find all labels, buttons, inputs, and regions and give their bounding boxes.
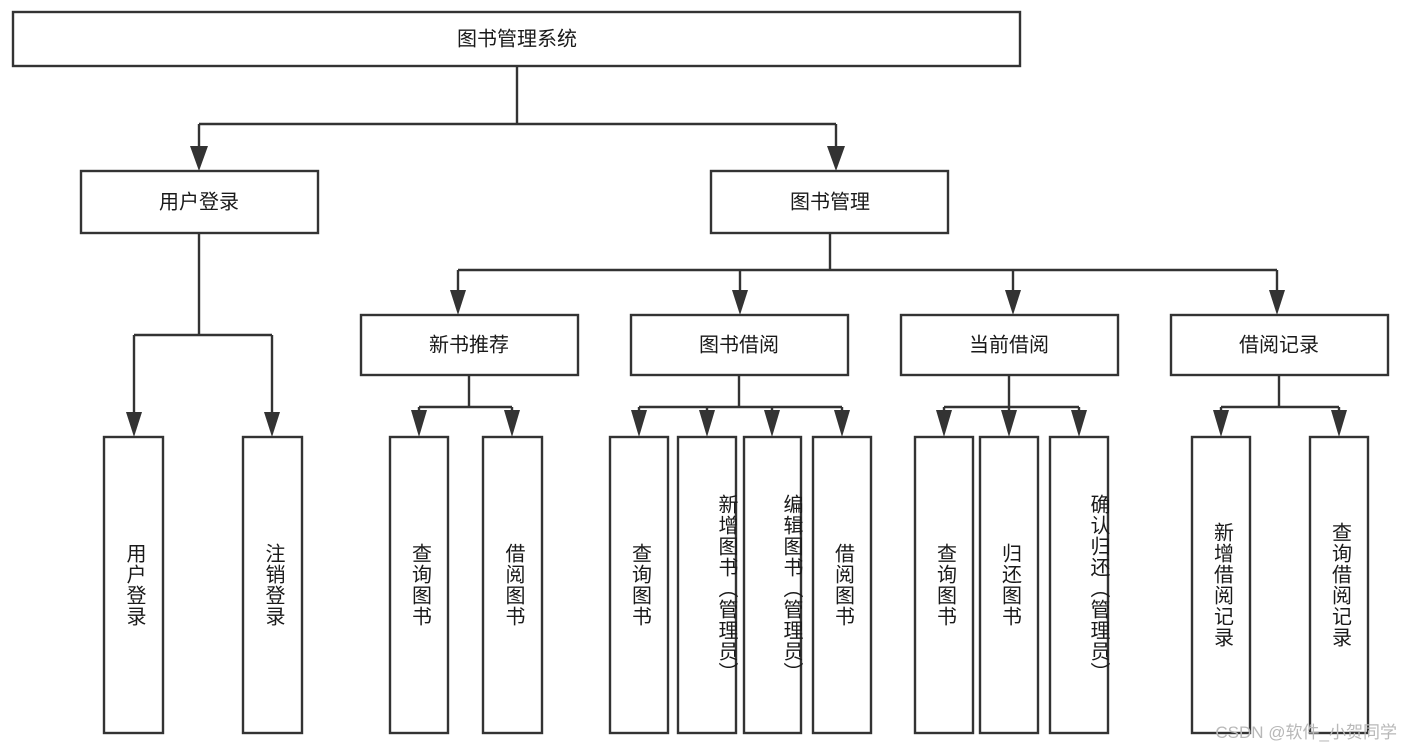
connector-group-current-borrow	[936, 375, 1087, 437]
arrow-head-icon	[1001, 410, 1017, 437]
connector-group-book-borrow	[631, 375, 850, 437]
arrow-head-icon	[190, 146, 208, 171]
leaf-box-query-borrow-record[interactable]	[1308, 435, 1370, 735]
arrow-head-icon	[411, 410, 427, 437]
connector-group-new-book	[411, 375, 520, 437]
arrow-head-icon	[1269, 290, 1285, 315]
watermark-text: CSDN @软件_小贺同学	[1215, 723, 1397, 742]
leaf-box-add-borrow-record[interactable]	[1190, 435, 1252, 735]
node-root-label: 图书管理系统	[457, 27, 577, 50]
arrow-head-icon	[1071, 410, 1087, 437]
leaf-box-logout[interactable]	[241, 435, 304, 735]
node-root-box[interactable]	[11, 10, 1022, 68]
node-user-login[interactable]: 用户登录	[79, 169, 320, 235]
leaf-box-borrow-book[interactable]	[811, 435, 873, 735]
arrow-head-icon	[450, 290, 466, 315]
node-borrow-record-label: 借阅记录	[1239, 333, 1319, 356]
node-book-borrow-label: 图书借阅	[699, 333, 779, 356]
node-user-login-label: 用户登录	[159, 190, 239, 213]
node-book-management-box[interactable]	[709, 169, 950, 235]
arrow-head-icon	[504, 410, 520, 437]
connector-group-book-mgmt	[450, 233, 1285, 315]
node-current-borrow-box[interactable]	[899, 313, 1120, 377]
leaf-box-query-book-current[interactable]	[913, 435, 975, 735]
node-current-borrow[interactable]: 当前借阅	[899, 313, 1120, 377]
leaf-box-return-book[interactable]	[978, 435, 1040, 735]
node-book-management-label: 图书管理	[790, 190, 870, 213]
leaf-box-confirm-return-admin[interactable]	[1048, 435, 1110, 735]
arrow-head-icon	[1213, 410, 1229, 437]
leaf-box-edit-book-admin[interactable]	[742, 435, 803, 735]
arrow-head-icon	[1005, 290, 1021, 315]
connector-group-root	[190, 66, 845, 171]
node-root[interactable]: 图书管理系统	[11, 10, 1022, 68]
arrow-head-icon	[126, 412, 142, 437]
node-new-book-recommend[interactable]: 新书推荐	[359, 313, 580, 377]
connector-group-borrow-record	[1213, 375, 1347, 437]
leaf-box-user-login[interactable]	[102, 435, 165, 735]
node-new-book-recommend-label: 新书推荐	[429, 333, 509, 356]
arrow-head-icon	[834, 410, 850, 437]
leaf-box-query-book-borrow[interactable]	[608, 435, 670, 735]
node-user-login-box[interactable]	[79, 169, 320, 235]
arrow-head-icon	[764, 410, 780, 437]
arrow-head-icon	[1331, 410, 1347, 437]
arrow-head-icon	[699, 410, 715, 437]
node-current-borrow-label: 当前借阅	[969, 333, 1049, 356]
arrow-head-icon	[631, 410, 647, 437]
arrow-head-icon	[264, 412, 280, 437]
node-book-borrow-box[interactable]	[629, 313, 850, 377]
node-book-borrow[interactable]: 图书借阅	[629, 313, 850, 377]
node-borrow-record-box[interactable]	[1169, 313, 1390, 377]
node-new-book-recommend-box[interactable]	[359, 313, 580, 377]
connector-group-user-login	[126, 233, 280, 437]
arrow-head-icon	[827, 146, 845, 171]
arrow-head-icon	[732, 290, 748, 315]
arrow-head-icon	[936, 410, 952, 437]
leaf-box-borrow-book-new[interactable]	[481, 435, 544, 735]
leaf-box-add-book-admin[interactable]	[676, 435, 738, 735]
node-book-management[interactable]: 图书管理	[709, 169, 950, 235]
leaf-box-query-book-new[interactable]	[388, 435, 450, 735]
node-borrow-record[interactable]: 借阅记录	[1169, 313, 1390, 377]
